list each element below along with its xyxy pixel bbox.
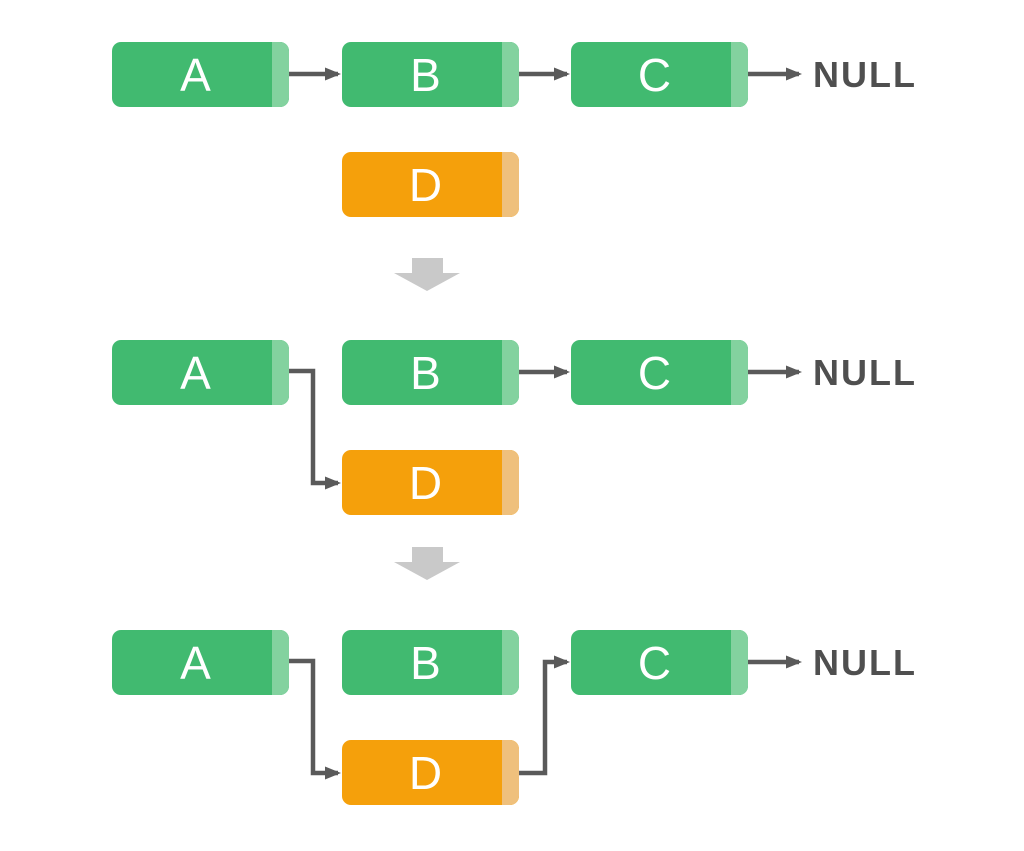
node-label: D (408, 158, 443, 211)
node-label: C (637, 48, 672, 101)
pointer-cell (731, 630, 748, 695)
node-d-stage1: D (342, 152, 519, 217)
node-b-stage3: B (342, 630, 519, 695)
pointer-cell (502, 740, 519, 805)
node-label: B (410, 346, 441, 399)
node-b-stage1: B (342, 42, 519, 107)
node-label: A (180, 346, 211, 399)
pointer-cell (731, 42, 748, 107)
pointer-cell (502, 152, 519, 217)
null-terminator-stage1: NULL (813, 53, 917, 95)
pointer-cell (502, 42, 519, 107)
pointer-cell (272, 340, 289, 405)
node-label: C (637, 636, 672, 689)
node-c-stage1: C (571, 42, 748, 107)
pointer-cell (502, 450, 519, 515)
node-label: D (408, 456, 443, 509)
pointer-cell (731, 340, 748, 405)
node-label: B (410, 636, 441, 689)
null-terminator-stage3: NULL (813, 641, 917, 683)
pointer-cell (502, 340, 519, 405)
pointer-cell (272, 42, 289, 107)
node-label: D (408, 746, 443, 799)
node-c-stage2: C (571, 340, 748, 405)
step-down-arrow-1 (394, 258, 460, 291)
node-label: B (410, 48, 441, 101)
node-label: A (180, 48, 211, 101)
step-down-arrow-2 (394, 547, 460, 580)
node-d-stage2: D (342, 450, 519, 515)
node-a-stage3: A (112, 630, 289, 695)
node-a-stage1: A (112, 42, 289, 107)
node-label: C (637, 346, 672, 399)
node-label: A (180, 636, 211, 689)
null-terminator-stage2: NULL (813, 351, 917, 393)
pointer-cell (502, 630, 519, 695)
node-c-stage3: C (571, 630, 748, 695)
pointer-cell (272, 630, 289, 695)
node-b-stage2: B (342, 340, 519, 405)
node-d-stage3: D (342, 740, 519, 805)
node-a-stage2: A (112, 340, 289, 405)
